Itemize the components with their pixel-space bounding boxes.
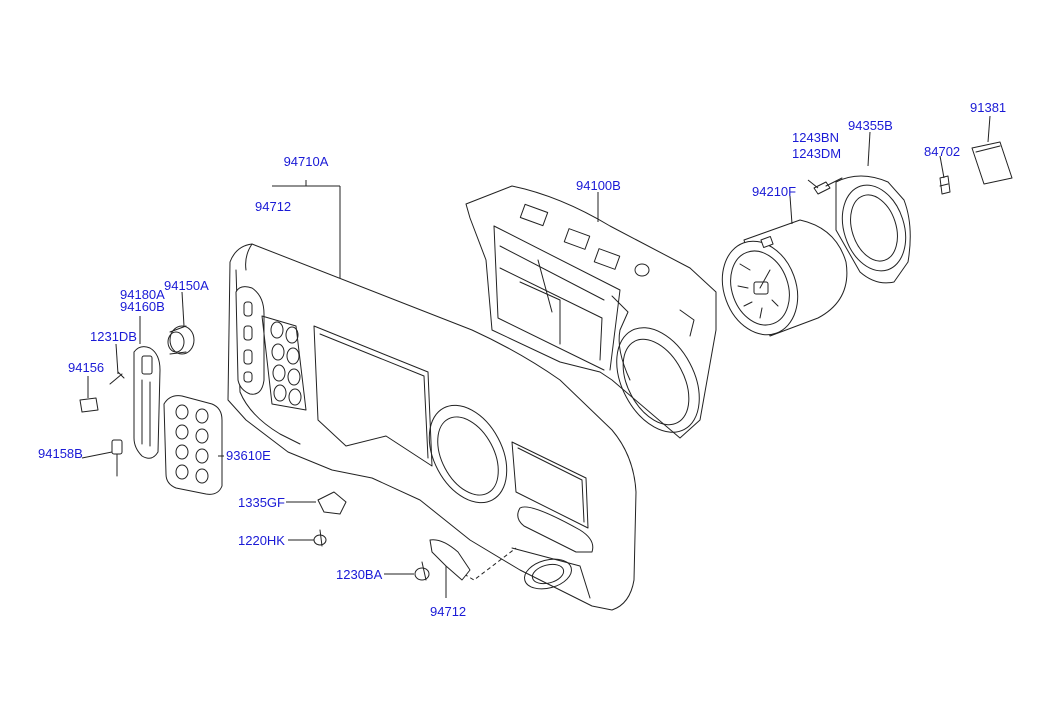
label-94712-top: 94712 <box>255 199 291 214</box>
label-94100B: 94100B <box>576 178 621 193</box>
label-94180A: 94180A <box>120 287 165 302</box>
screw-1243 <box>813 177 843 195</box>
label-94156: 94156 <box>68 360 104 375</box>
switch-bezel <box>133 346 161 459</box>
label-94355B: 94355B <box>848 118 893 133</box>
cluster-housing <box>465 185 717 439</box>
knob-94150A <box>167 325 195 355</box>
lamp-grid-panel <box>163 395 223 495</box>
clip-1335GF <box>317 491 347 515</box>
bulb-socket-94158B <box>111 439 123 477</box>
label-1335GF: 1335GF <box>238 495 285 510</box>
label-1231DB: 1231DB <box>90 329 137 344</box>
clip-part <box>939 175 951 195</box>
trim-94712 <box>429 539 471 581</box>
label-91381: 91381 <box>970 100 1006 115</box>
label-94160B: 94160B <box>120 299 165 314</box>
label-93610E: 93610E <box>226 448 271 463</box>
gauge-speedometer <box>721 219 848 337</box>
label-1230BA: 1230BA <box>336 567 383 582</box>
screw-1220HK <box>313 529 327 547</box>
label-1243DM: 1243DM <box>792 146 841 161</box>
part-labels: 94710A 94712 94100B 1243BN 1243DM 94355B… <box>38 100 1006 619</box>
leader-lines <box>81 115 991 598</box>
cover-strip <box>971 141 1013 185</box>
label-1220HK: 1220HK <box>238 533 285 548</box>
screw-1230BA <box>414 561 430 581</box>
label-94158B: 94158B <box>38 446 83 461</box>
label-94712-bottom: 94712 <box>430 604 466 619</box>
screw-1231DB <box>109 371 125 385</box>
label-94210F: 94210F <box>752 184 796 199</box>
pad-94156 <box>79 397 99 413</box>
label-94150A: 94150A <box>164 278 209 293</box>
label-1243BN: 1243BN <box>792 130 839 145</box>
gauge-ring-bracket <box>835 175 911 284</box>
label-84702: 84702 <box>924 144 960 159</box>
label-94710A: 94710A <box>284 154 329 169</box>
instrument-panel-housing <box>227 243 637 611</box>
